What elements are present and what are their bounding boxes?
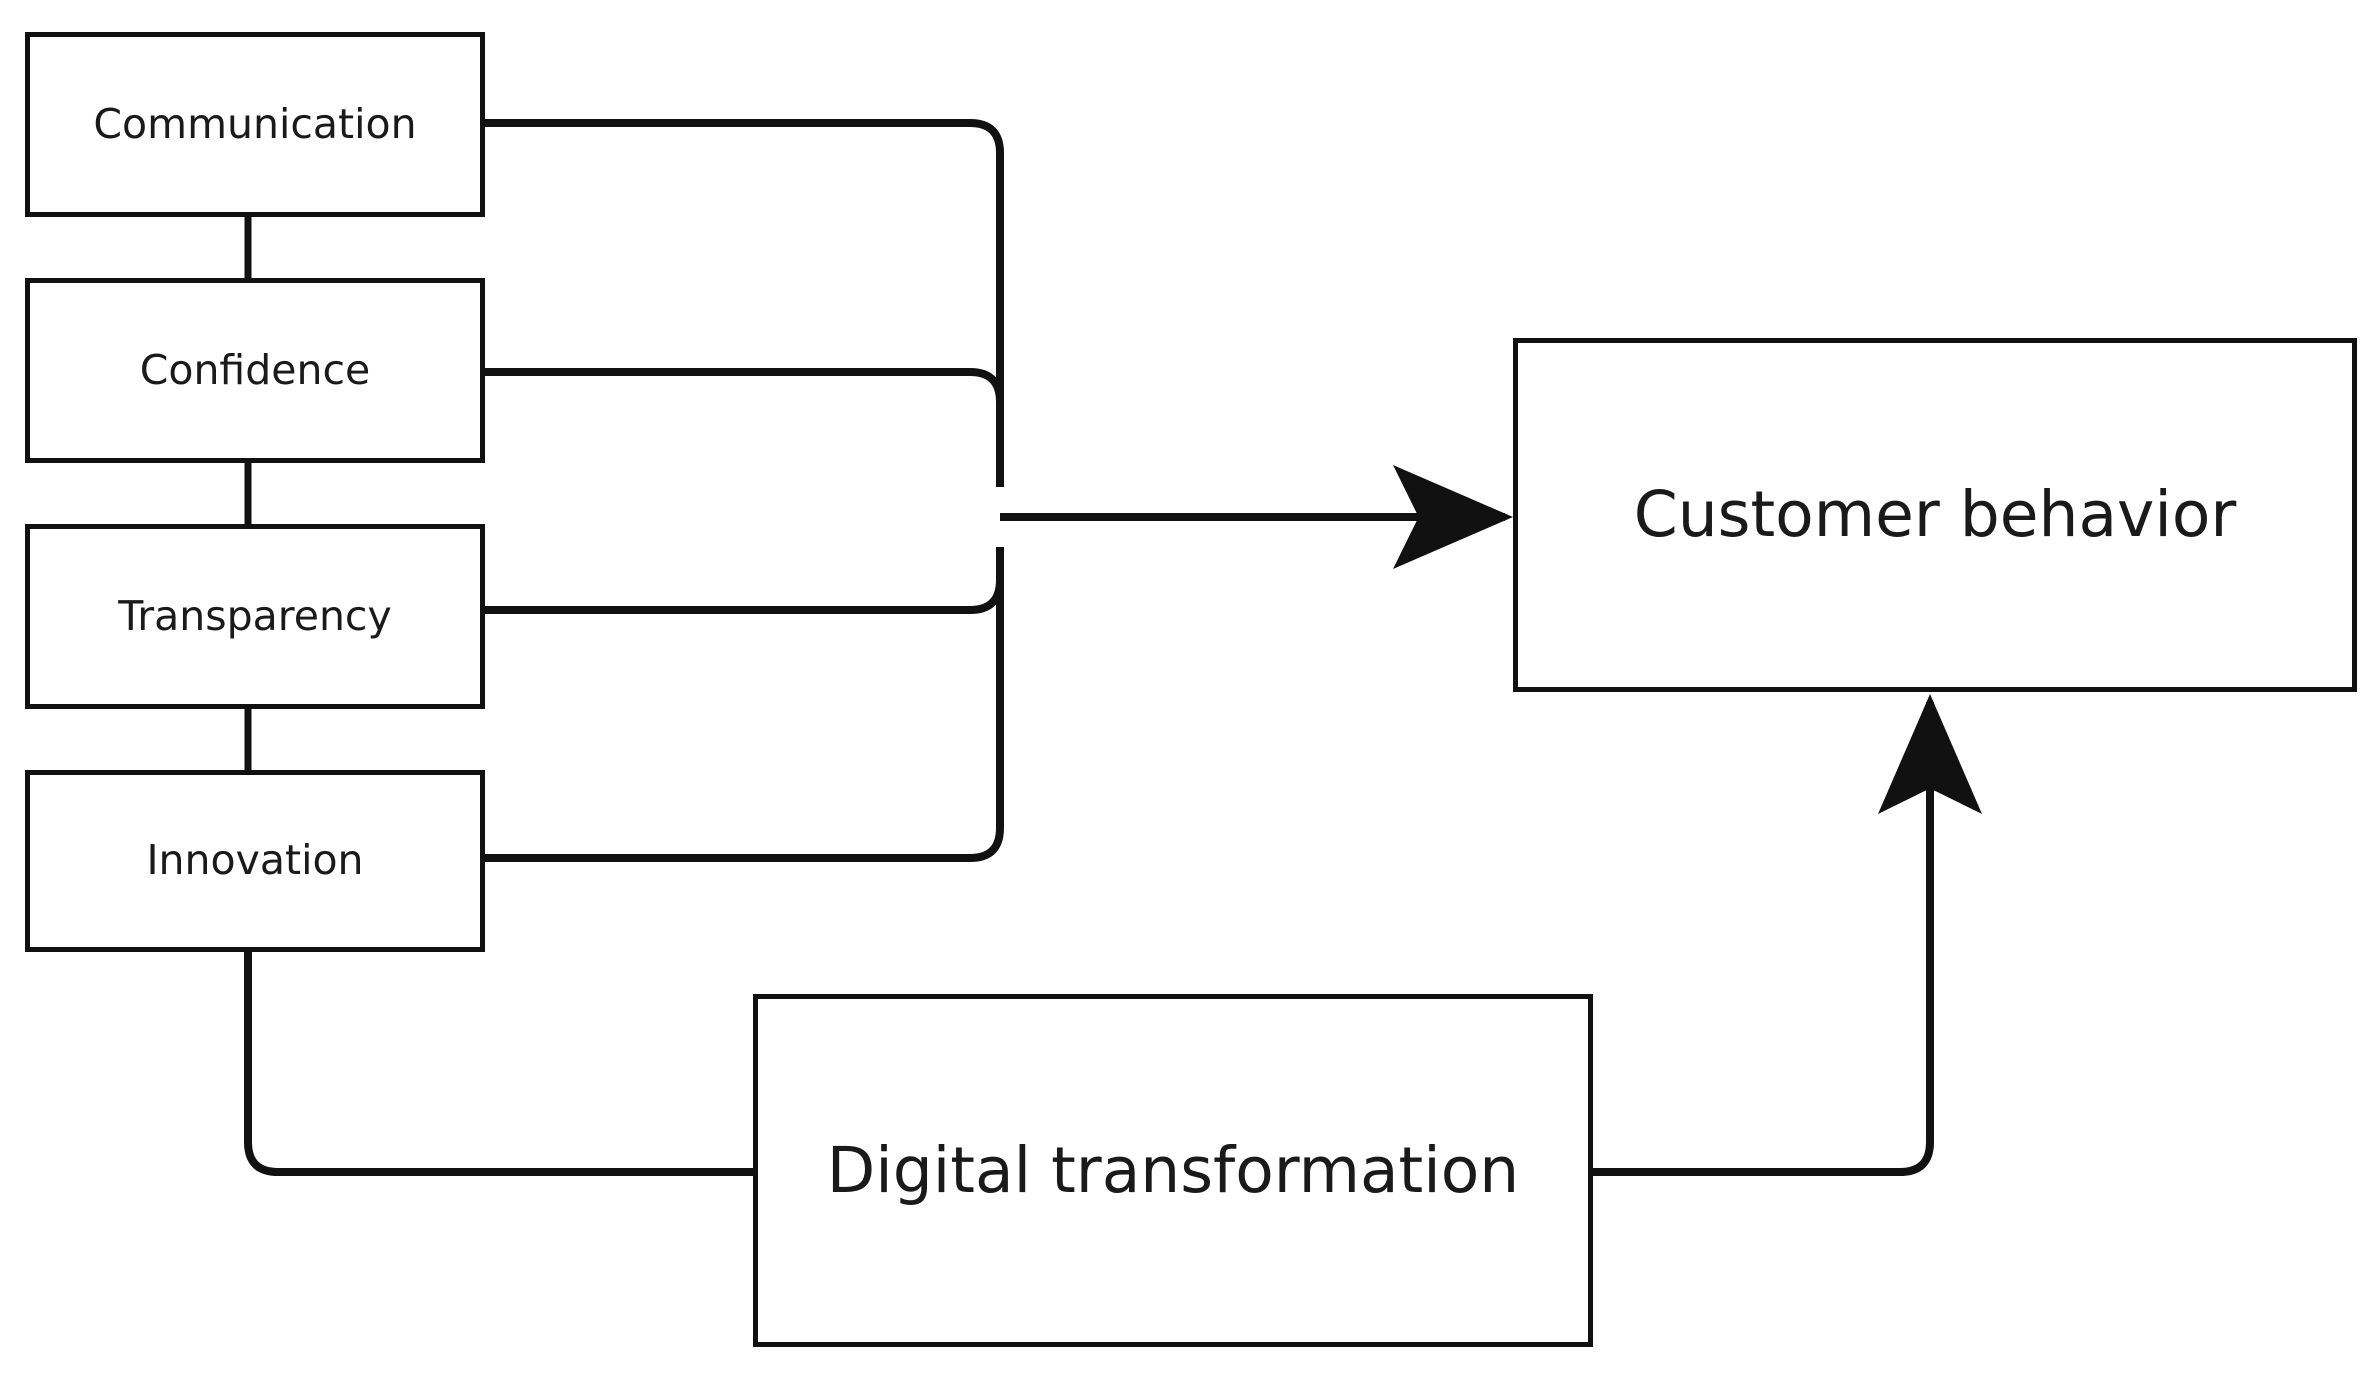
- node-confidence-label: Confidence: [139, 345, 371, 394]
- node-digital-transformation-label: Digital transformation: [826, 1133, 1520, 1207]
- node-innovation-label: Innovation: [146, 836, 364, 885]
- node-transparency[interactable]: Transparency: [25, 524, 485, 709]
- node-communication[interactable]: Communication: [25, 32, 485, 217]
- node-transparency-label: Transparency: [118, 591, 392, 640]
- edge-transparency-bus: [485, 547, 1004, 614]
- edge-communication-bus: [485, 119, 1004, 487]
- edge-innovation-bus: [485, 547, 1004, 862]
- node-confidence[interactable]: Confidence: [25, 278, 485, 463]
- edge-confidence-bus: [485, 368, 1004, 487]
- node-digital-transformation[interactable]: Digital transformation: [753, 994, 1593, 1347]
- node-customer-behavior[interactable]: Customer behavior: [1513, 338, 2357, 692]
- node-customer-behavior-label: Customer behavior: [1633, 478, 2237, 552]
- node-innovation[interactable]: Innovation: [25, 770, 485, 952]
- node-communication-label: Communication: [93, 99, 417, 148]
- edge-digital-transformation-customer-behavior: [1593, 694, 1982, 1176]
- edge-innovation-digital-transformation: [244, 952, 753, 1176]
